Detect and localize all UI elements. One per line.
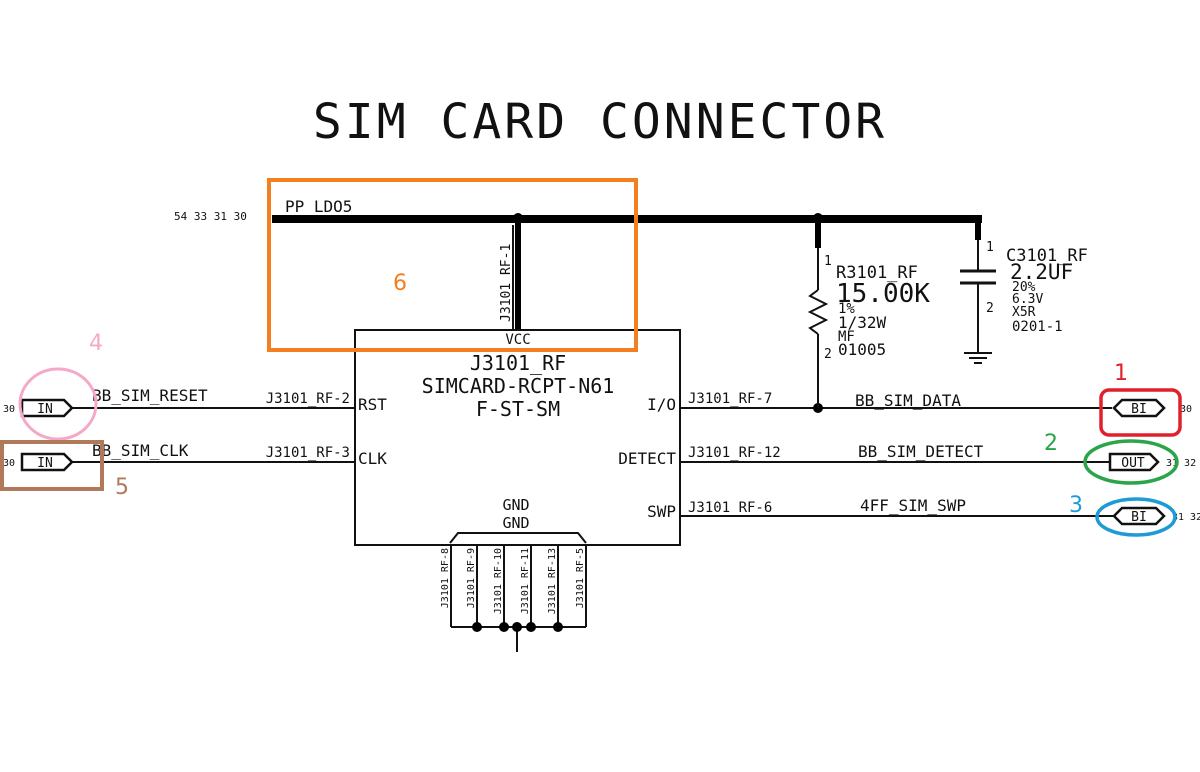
power-net-label: PP_LDO5 (285, 197, 352, 216)
annotation-number-1: 1 (1114, 361, 1128, 386)
clk-port: IN (20, 452, 74, 472)
swp-port: BI (1112, 506, 1166, 526)
clk-net-label: BB_SIM_CLK (92, 441, 189, 460)
gnd-junction-3 (512, 622, 522, 632)
gnd-pin-number: J3101_RF-13 (547, 548, 558, 614)
annotation-box-1 (1099, 388, 1182, 437)
clk-pin-label: CLK (358, 449, 387, 468)
resistor-value: 15.00K (836, 279, 930, 309)
annotation-circle-3 (1095, 497, 1177, 537)
cap-pin1: 1 (986, 240, 994, 255)
gnd-pins: J3101_RF-8 J3101_RF-9 J3101_RF-10 J3101_RF-… (440, 545, 587, 627)
gnd-label-2: GND (502, 514, 529, 532)
annotation-circle-2 (1083, 439, 1179, 485)
cap-tolerance: 20% (1012, 280, 1036, 295)
detect-port-label: OUT (1121, 456, 1145, 471)
rst-pin-label: RST (358, 395, 387, 414)
resistor-type: MF (838, 329, 855, 345)
detect-pin-number: J3101_RF-12 (688, 445, 781, 461)
gnd-pin-number: J3101_RF-8 (440, 548, 451, 608)
clk-port-ref: 30 (3, 458, 15, 469)
annotation-number-5: 5 (115, 475, 129, 500)
cap-value: 2.2UF (1010, 260, 1073, 284)
gnd-pin-number: J3101_RF-5 (575, 548, 586, 608)
power-page-refs: 54 33 31 30 (174, 210, 247, 223)
data-port: BI (1112, 398, 1166, 418)
clk-pin-number: J3101_RF-3 (266, 445, 350, 461)
annotation-box-5 (0, 440, 104, 491)
connector-body (354, 329, 681, 546)
gnd-junction-5 (553, 622, 563, 632)
reset-port: IN (20, 398, 74, 418)
resistor-symbol (807, 289, 829, 335)
resistor-package: 01005 (838, 340, 886, 359)
detect-pin-label: DETECT (618, 449, 676, 468)
io-pin-label: I/O (647, 395, 676, 414)
io-pin-number: J3101_RF-7 (688, 391, 772, 407)
annotation-number-3: 3 (1069, 493, 1083, 518)
clk-port-label: IN (37, 456, 53, 471)
swp-port-ref: 31 32 (1172, 512, 1200, 523)
data-port-label: BI (1131, 402, 1147, 417)
annotation-number-6: 6 (393, 271, 407, 296)
rst-pin-number: J3101_RF-2 (266, 391, 350, 407)
page-title: SIM CARD CONNECTOR (313, 94, 887, 150)
resistor-tolerance: 1% (838, 301, 855, 317)
resistor-ref: R3101_RF (836, 263, 918, 283)
connector-part2: F-ST-SM (476, 397, 560, 421)
cap-dielectric: X5R (1012, 305, 1036, 320)
gnd-bracket (449, 532, 587, 544)
detect-net-label: BB_SIM_DETECT (858, 442, 984, 461)
swp-pin-number: J3101_RF-6 (688, 500, 772, 516)
resistor-pin1: 1 (824, 254, 832, 269)
data-port-ref: 30 (1180, 404, 1192, 415)
gnd-pin-number: J3101_RF-10 (493, 548, 504, 614)
swp-net-label: 4FF_SIM_SWP (860, 496, 966, 515)
swp-port-label: BI (1131, 510, 1147, 525)
cap-package: 0201-1 (1012, 319, 1063, 335)
cap-pin2: 2 (986, 301, 994, 316)
vcc-pin-label: VCC (505, 332, 530, 348)
data-net-label: BB_SIM_DATA (855, 391, 961, 410)
cap-voltage: 6.3V (1012, 292, 1043, 307)
gnd-junction-4 (526, 622, 536, 632)
gnd-pin-number: J3101_RF-9 (466, 548, 477, 608)
gnd-label-1: GND (502, 496, 529, 514)
resistor-power: 1/32W (838, 313, 887, 332)
reset-net-label: BB_SIM_RESET (92, 386, 208, 405)
annotation-number-2: 2 (1044, 431, 1058, 456)
gnd-junction-1 (472, 622, 482, 632)
swp-pin-label: SWP (647, 502, 676, 521)
gnd-pin-number: J3101_RF-11 (520, 548, 531, 614)
reset-port-label: IN (37, 402, 53, 417)
annotation-circle-4 (18, 367, 98, 441)
vcc-pin-number: J3101_RF-1 (499, 244, 514, 322)
connector-part: SIMCARD-RCPT-N61 (422, 374, 615, 398)
annotation-box-6 (267, 178, 638, 352)
connector-ref: J3101_RF (470, 351, 566, 375)
detect-port: OUT (1108, 452, 1160, 472)
gnd-junction-2 (499, 622, 509, 632)
annotation-number-4: 4 (89, 331, 103, 356)
detect-port-ref: 31 32 (1166, 458, 1196, 469)
cap-ref: C3101_RF (1006, 246, 1088, 266)
reset-port-ref: 30 (3, 404, 15, 415)
resistor-pin2: 2 (824, 347, 832, 362)
